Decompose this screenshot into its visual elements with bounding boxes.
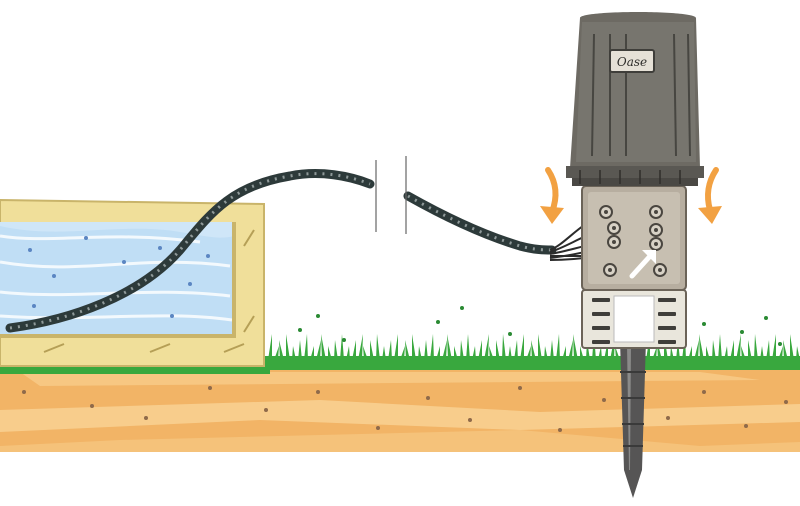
brand-label: Oase	[617, 55, 647, 69]
plug-arrow-icon	[629, 250, 656, 279]
soil-layer	[0, 366, 800, 452]
terminal-grid	[599, 205, 667, 277]
distribution-box-icon	[581, 185, 687, 349]
ground-stake-icon	[620, 340, 646, 498]
cover-cap-icon: Oase	[566, 12, 704, 186]
brand-label-plate	[609, 49, 655, 73]
down-arrow-icon	[540, 167, 564, 224]
pond-icon	[0, 198, 265, 367]
down-arrow-icon	[698, 167, 722, 224]
